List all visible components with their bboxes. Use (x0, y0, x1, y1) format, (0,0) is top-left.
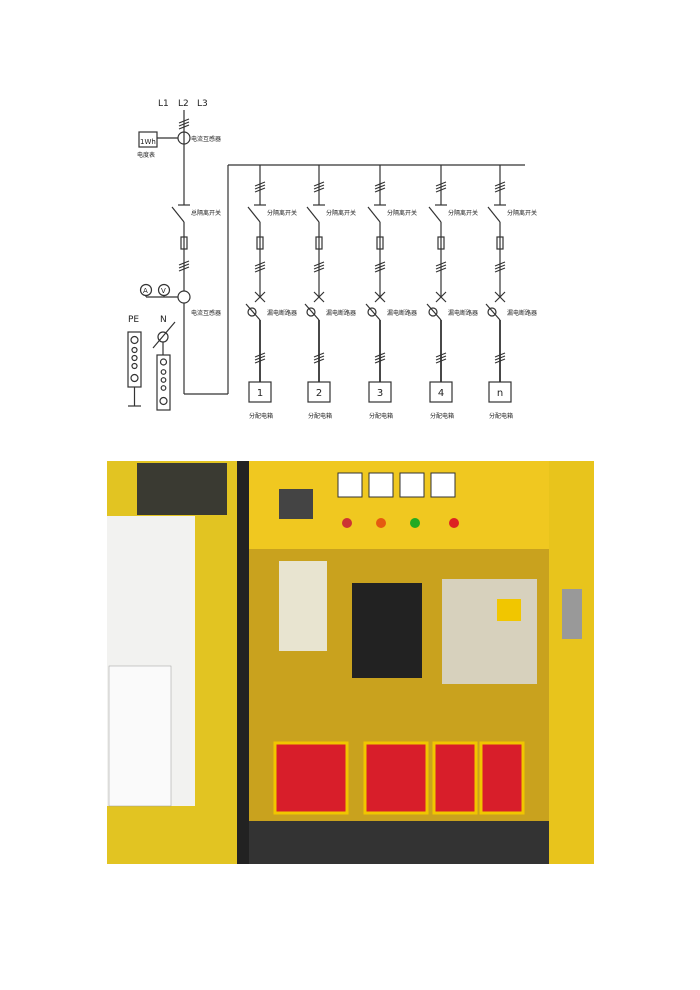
fuse-switch-4 (479, 741, 525, 815)
phase-l1: L1 (158, 99, 169, 109)
branch-switch-label: 分隔离开关 (267, 209, 297, 217)
branch-switch-label: 分隔离开关 (387, 209, 417, 217)
distribution-box-n (488, 381, 512, 403)
fuse-switch-1 (273, 741, 349, 815)
ct-bottom-label: 电流互感器 (191, 309, 221, 317)
panel-gauge (430, 472, 456, 498)
panel-gauge (337, 472, 363, 498)
main-switch-label: 总隔离开关 (191, 209, 221, 217)
indicator-light (410, 518, 420, 528)
fuse-switch-3 (432, 741, 478, 815)
contactor (442, 579, 537, 684)
door-handle (562, 589, 582, 639)
voltmeter-symbol: V (161, 287, 166, 295)
box-label: 分配电箱 (489, 412, 513, 420)
branch-switch-label: 分隔离开关 (448, 209, 478, 217)
branch-switch-label: 分隔离开关 (507, 209, 537, 217)
indicator-light (376, 518, 386, 528)
box-number: 1 (257, 388, 263, 399)
distribution-box-1 (248, 381, 272, 403)
phase-l3: L3 (197, 99, 208, 109)
meter-label: 电度表 (137, 151, 155, 159)
ammeter-symbol: A (143, 287, 148, 295)
branch-breaker-label: 漏电断路器 (267, 309, 297, 317)
branch-breaker-label: 漏电断路器 (387, 309, 417, 317)
branch-breaker-label: 漏电断路器 (448, 309, 478, 317)
box-label: 分配电箱 (369, 412, 393, 420)
box-number: n (497, 388, 503, 399)
ct-top-label: 电流互感器 (191, 135, 221, 143)
box-number: 3 (377, 388, 383, 399)
indicator-light (449, 518, 459, 528)
main-breaker (352, 583, 422, 678)
distribution-box-4 (429, 381, 453, 403)
distribution-box-3 (368, 381, 392, 403)
pe-label: PE (128, 315, 139, 325)
n-label: N (160, 315, 167, 325)
panel-gauge (368, 472, 394, 498)
distribution-cabinet-photo (107, 461, 594, 864)
meter-symbol: 1Wh (140, 138, 156, 146)
box-label: 分配电箱 (308, 412, 332, 420)
circuit-diagram: L1 L2 L3 1Wh 电度表 电流互感器 总隔离开关 电流互感器 A V P… (127, 99, 537, 420)
box-number: 4 (438, 388, 444, 399)
n-busbar (152, 321, 176, 411)
distribution-box-2 (307, 381, 331, 403)
branch-breaker-label: 漏电断路器 (507, 309, 537, 317)
phase-l2: L2 (178, 99, 189, 109)
indicator-light (342, 518, 352, 528)
fuse-switch-2 (363, 741, 429, 815)
box-number: 2 (316, 388, 322, 399)
box-label: 分配电箱 (249, 412, 273, 420)
main-feed (138, 110, 525, 395)
box-label: 分配电箱 (430, 412, 454, 420)
panel-gauge (399, 472, 425, 498)
branch-switch-label: 分隔离开关 (326, 209, 356, 217)
branch-breaker-label: 漏电断路器 (326, 309, 356, 317)
pe-busbar (127, 331, 142, 407)
